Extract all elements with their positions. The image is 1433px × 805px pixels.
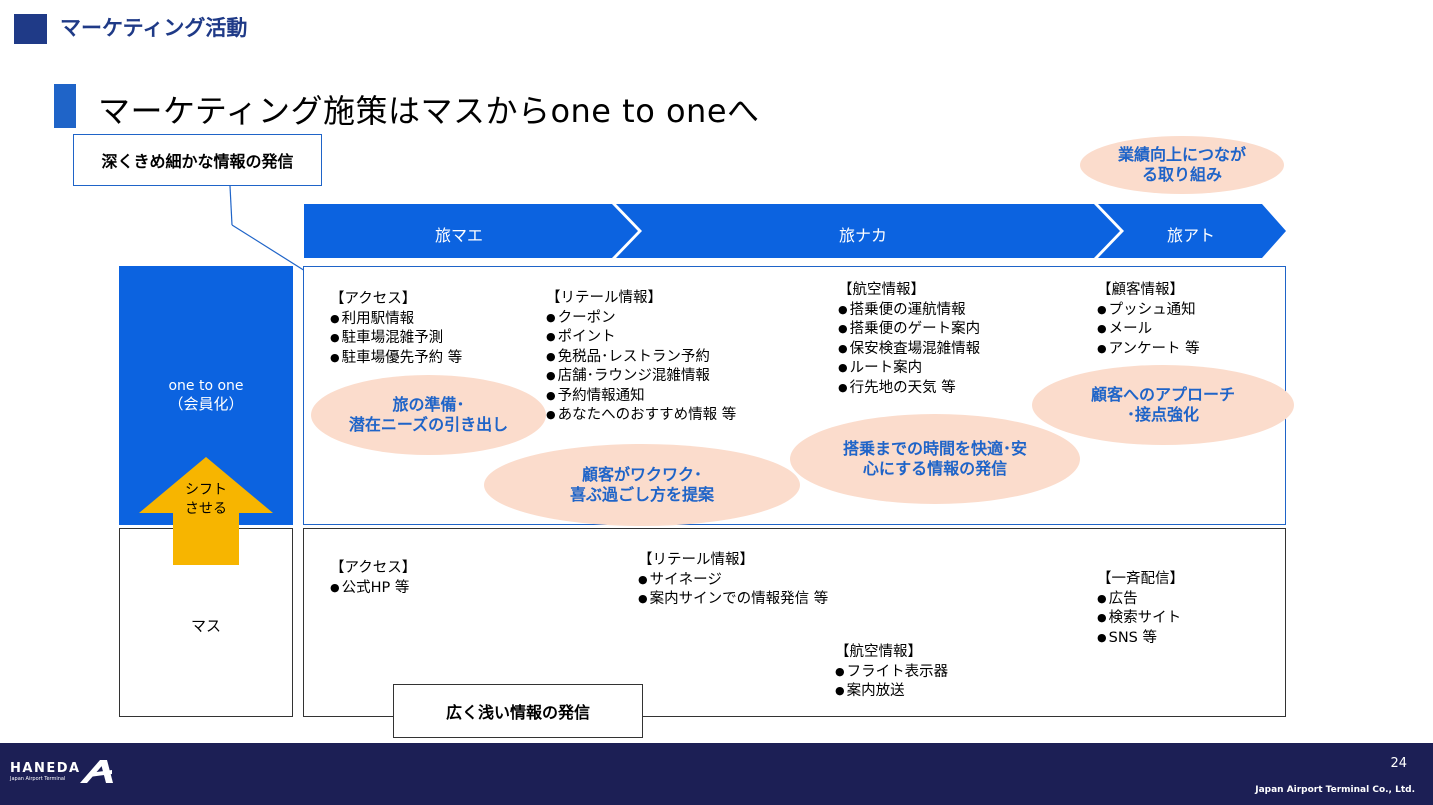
list-item: プッシュ通知 (1097, 301, 1200, 321)
list-item: 案内放送 (835, 682, 948, 702)
list-item: 搭乗便の運航情報 (838, 301, 980, 321)
comfort-bubble: 搭乗までの時間を快適･安 心にする情報の発信 (790, 414, 1080, 504)
mass-retail-list: 【リテール情報】 サイネージ 案内サインでの情報発信 等 (638, 551, 828, 610)
haneda-logo-subtitle: Japan Airport Terminal (10, 776, 66, 782)
list-item: 駐車場優先予約 等 (330, 349, 463, 369)
list-item: あなたへのおすすめ情報 等 (546, 406, 737, 426)
excitement-bubble: 顧客がワクワク･ 喜ぶ過ごし方を提案 (484, 444, 800, 526)
list-item: 公式HP 等 (330, 579, 416, 599)
company-name: Japan Airport Terminal Co., Ltd. (1255, 785, 1415, 795)
list-item: アンケート 等 (1097, 340, 1200, 360)
one-to-one-label: one to one (168, 378, 244, 394)
oto-retail-list: 【リテール情報】 クーポン ポイント 免税品･レストラン予約 店舗･ラウンジ混雑… (546, 289, 736, 426)
mass-label: マス (190, 617, 221, 635)
list-item: ルート案内 (838, 359, 980, 379)
mass-flight-list: 【航空情報】 フライト表示器 案内放送 (835, 643, 948, 702)
list-item: 検索サイト (1097, 609, 1184, 629)
list-item: 免税品･レストラン予約 (546, 348, 736, 368)
page-number: 24 (1390, 756, 1407, 771)
list-item: 店舗･ラウンジ混雑情報 (546, 367, 736, 387)
list-item: 保安検査場混雑情報 (838, 340, 981, 360)
mass-broadcast-list: 【一斉配信】 広告 検索サイト SNS 等 (1097, 570, 1184, 648)
list-item: ポイント (546, 328, 736, 348)
haneda-logo: HANEDA (10, 761, 81, 776)
title-marker (14, 14, 47, 44)
list-item: 駐車場混雑予測 (330, 329, 462, 349)
list-item: クーポン (546, 309, 736, 329)
subtitle-marker (54, 84, 76, 128)
phase-before: 旅マエ (435, 226, 484, 245)
list-item: サイネージ (638, 571, 828, 591)
mass-broadcast-heading: 【一斉配信】 (1097, 571, 1184, 587)
oto-retail-heading: 【リテール情報】 (546, 290, 662, 306)
list-item: SNS 等 (1097, 629, 1184, 649)
phase-after-chevron (1098, 204, 1286, 258)
membership-label: （会員化） (168, 395, 244, 413)
list-item: メール (1097, 320, 1200, 340)
oto-flight-heading: 【航空情報】 (838, 282, 925, 298)
list-item: 予約情報通知 (546, 387, 736, 407)
list-item: 案内サインでの情報発信 等 (638, 590, 829, 610)
oto-flight-list: 【航空情報】 搭乗便の運航情報 搭乗便のゲート案内 保安検査場混雑情報 ルート案… (838, 281, 980, 398)
shift-arrow-label: シフト させる (185, 482, 227, 517)
approach-bubble: 顧客へのアプローチ ･接点強化 (1032, 365, 1294, 445)
phase-during: 旅ナカ (839, 226, 888, 245)
phase-during-chevron (616, 204, 1120, 258)
performance-bubble: 業績向上につなが る取り組み (1080, 136, 1284, 194)
page-title: マーケティング活動 (60, 16, 248, 40)
list-item: 広告 (1097, 590, 1184, 610)
slide-subtitle: マーケティング施策はマスからone to oneへ (98, 92, 760, 130)
mass-access-list: 【アクセス】 公式HP 等 (330, 559, 416, 598)
broad-info-callout: 広く浅い情報の発信 (393, 684, 643, 738)
oto-access-heading: 【アクセス】 (330, 291, 417, 307)
phase-arrow (304, 204, 1286, 258)
deep-info-callout: 深くきめ細かな情報の発信 (73, 134, 322, 186)
shift-arrow-icon (139, 457, 273, 565)
footer-bar (0, 743, 1433, 805)
preparation-bubble: 旅の準備･ 潜在ニーズの引き出し (311, 375, 546, 455)
mass-access-heading: 【アクセス】 (330, 560, 417, 576)
phase-after: 旅アト (1167, 226, 1216, 245)
oto-customer-heading: 【顧客情報】 (1097, 282, 1184, 298)
oto-access-list: 【アクセス】 利用駅情報 駐車場混雑予測 駐車場優先予約 等 (330, 290, 462, 368)
mass-flight-heading: 【航空情報】 (835, 644, 922, 660)
list-item: 行先地の天気 等 (838, 379, 980, 399)
phase-before-chevron (304, 204, 638, 258)
mass-retail-heading: 【リテール情報】 (638, 552, 754, 568)
list-item: 搭乗便のゲート案内 (838, 320, 981, 340)
oto-customer-list: 【顧客情報】 プッシュ通知 メール アンケート 等 (1097, 281, 1200, 359)
list-item: 利用駅情報 (330, 310, 462, 330)
list-item: フライト表示器 (835, 663, 949, 683)
haneda-logo-icon (80, 760, 113, 783)
